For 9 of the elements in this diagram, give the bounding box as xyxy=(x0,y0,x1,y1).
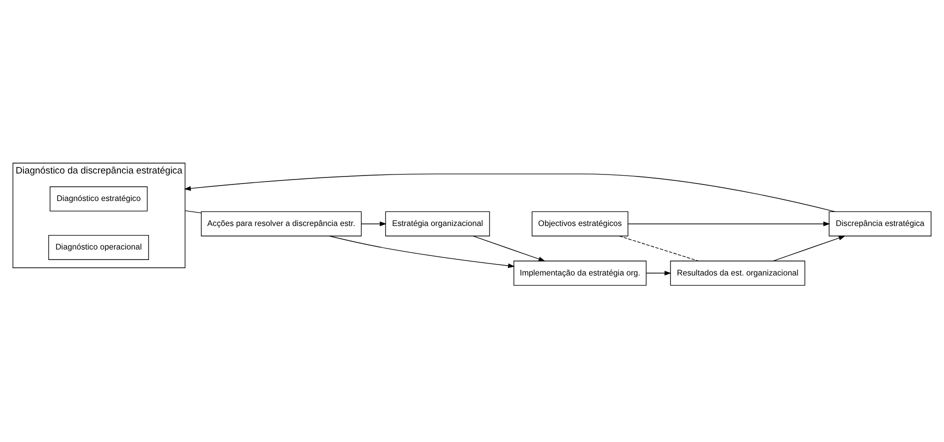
arrow xyxy=(772,235,846,261)
connector xyxy=(618,235,699,261)
arrow xyxy=(184,173,836,212)
arrow xyxy=(361,221,387,226)
arrow xyxy=(628,221,830,226)
arrow xyxy=(328,235,515,268)
arrow xyxy=(472,235,546,261)
arrow xyxy=(646,270,672,276)
connector xyxy=(184,210,202,213)
